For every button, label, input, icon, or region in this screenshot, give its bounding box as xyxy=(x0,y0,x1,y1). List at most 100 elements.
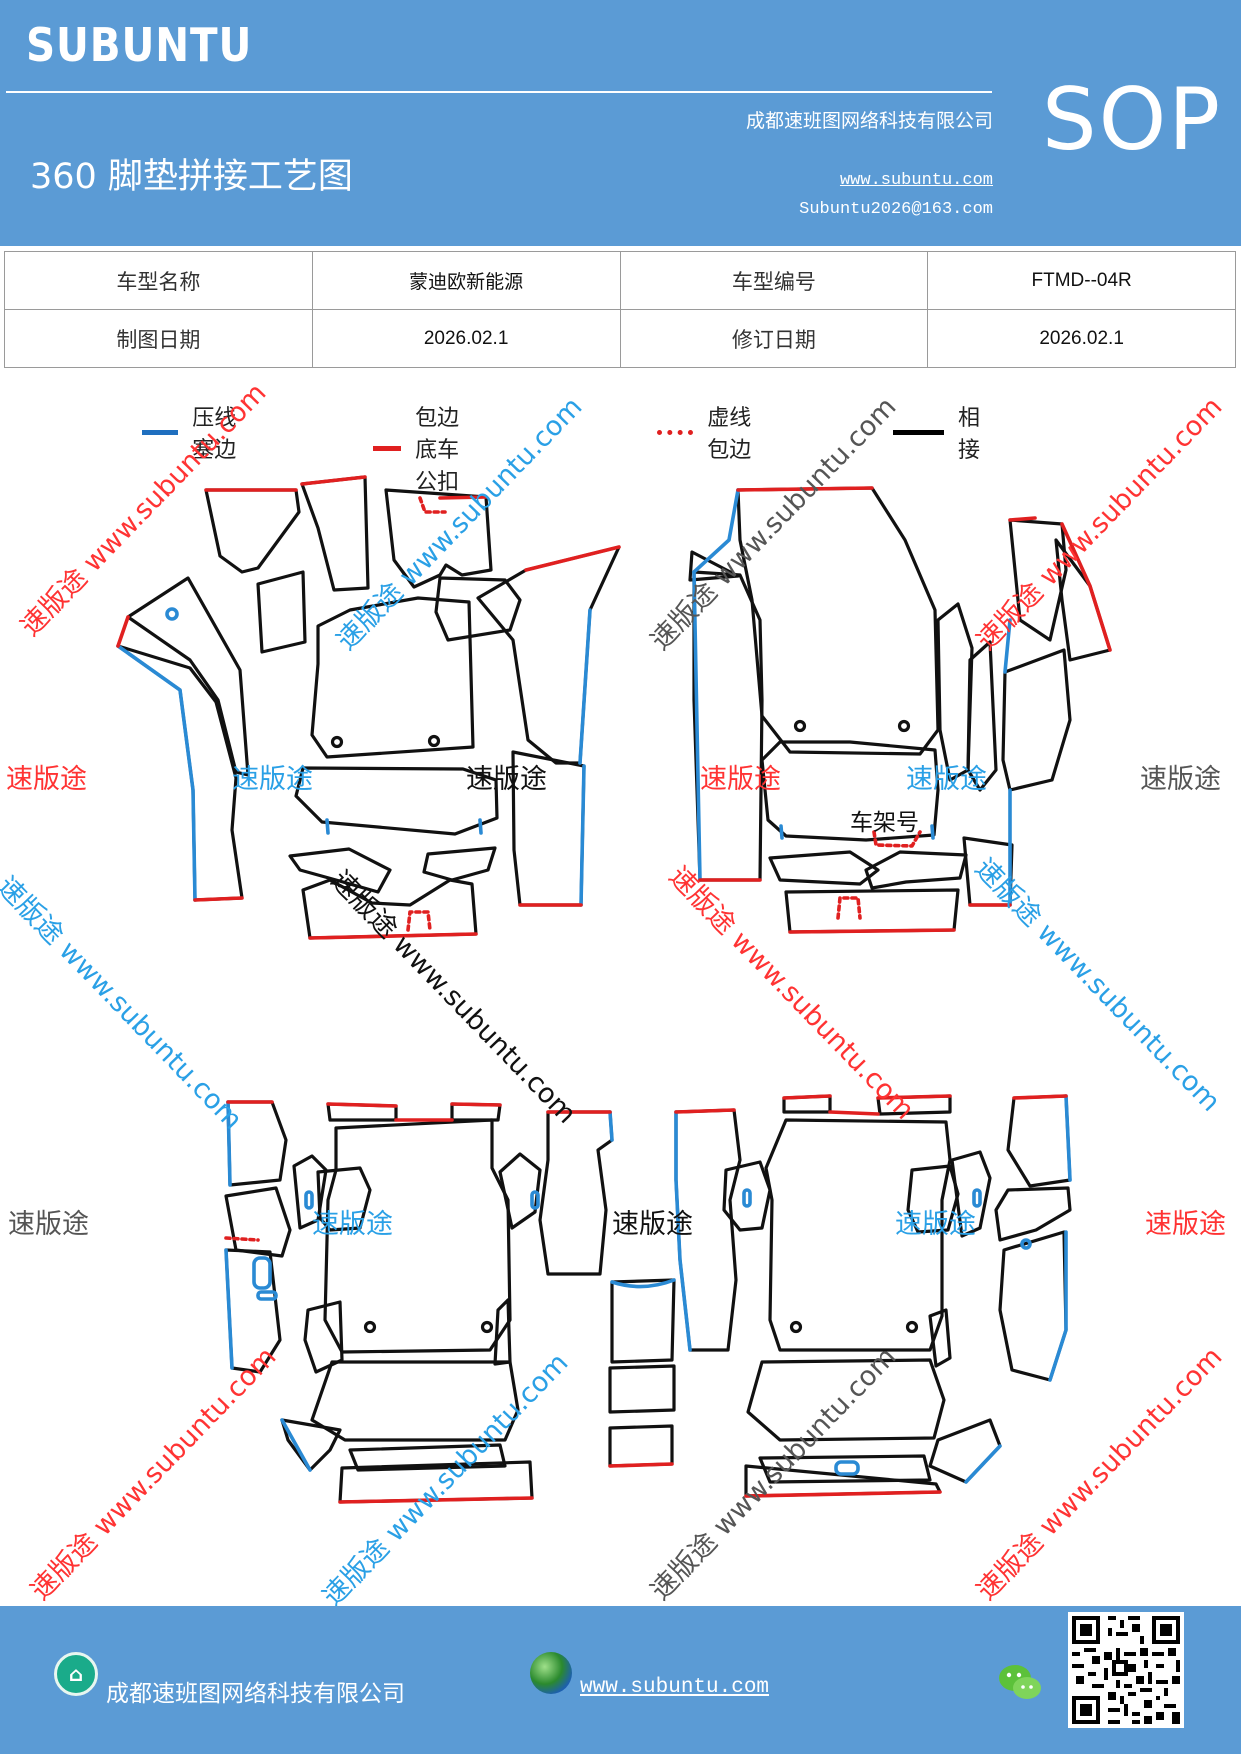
mat-piece xyxy=(294,766,499,836)
table-row: 车型名称 蒙迪欧新能源 车型编号 FTMD--04R xyxy=(4,251,1236,310)
mat-piece xyxy=(1006,1094,1072,1188)
mat-piece xyxy=(422,846,497,882)
mat-piece xyxy=(310,1360,520,1442)
mat-piece xyxy=(760,740,940,842)
table-cell: FTMD--04R xyxy=(927,251,1236,310)
watermark-text: 速版途 xyxy=(312,1209,393,1240)
mat-group-top-left xyxy=(116,475,621,940)
mat-piece xyxy=(608,1424,674,1468)
watermark-text: 速版途 xyxy=(700,764,781,795)
mat-piece xyxy=(224,1186,292,1258)
company-name: 成都速班图网络科技有限公司 xyxy=(745,110,993,132)
website-link[interactable]: www.subuntu.com xyxy=(839,171,993,190)
mat-piece xyxy=(608,1364,676,1414)
mat-group-center xyxy=(608,1278,676,1468)
mat-piece xyxy=(928,1308,952,1368)
mat-piece xyxy=(610,1278,676,1364)
watermark-text: 速版途 xyxy=(1140,764,1221,795)
watermark-text: 速版途 xyxy=(232,764,313,795)
mat-group-bottom-left xyxy=(224,1100,614,1504)
watermark-text: 速版途 xyxy=(895,1209,976,1240)
wechat-icon xyxy=(999,1665,1041,1699)
mat-piece xyxy=(300,475,370,592)
mat-piece xyxy=(906,1164,960,1234)
anchor-hole xyxy=(363,1320,377,1334)
legend-item-blue: 压线塞边 xyxy=(142,400,242,464)
footer-company-name: 成都速班图网络科技有限公司 xyxy=(106,1681,405,1707)
globe-icon xyxy=(530,1652,572,1694)
watermark-text: 速版途 xyxy=(906,764,987,795)
mat-piece xyxy=(384,488,493,589)
legend-label: 相接 xyxy=(957,406,980,463)
anchor-hole xyxy=(789,1320,803,1334)
mat-group-bottom-right xyxy=(674,1094,1072,1498)
black-line-swatch xyxy=(893,429,944,435)
frame-number-label: 车架号 xyxy=(850,810,919,836)
header-divider xyxy=(6,91,992,93)
mat-piece xyxy=(994,1186,1072,1242)
mat-piece xyxy=(1001,648,1072,792)
mat-piece xyxy=(966,640,998,792)
mat-piece xyxy=(310,596,475,759)
qr-code xyxy=(1068,1612,1184,1728)
table-cell: 蒙迪欧新能源 xyxy=(311,251,621,310)
anchor-hole xyxy=(897,719,911,733)
brand-logo: SUBUNTU xyxy=(26,18,253,72)
watermark-text: 速版途 xyxy=(6,764,87,795)
vehicle-info-table: 车型名称 蒙迪欧新能源 车型编号 FTMD--04R 制图日期 2026.02.… xyxy=(4,251,1236,368)
anchor-hole xyxy=(330,735,344,749)
mat-piece xyxy=(538,1110,614,1276)
table-cell: 制图日期 xyxy=(4,309,313,368)
legend-label: 压线塞边 xyxy=(192,406,237,463)
legend-item-dotted: 虚线包边 xyxy=(657,400,757,464)
watermark-text: 速版途 xyxy=(466,764,547,795)
mat-piece xyxy=(688,550,740,582)
table-cell: 车型编号 xyxy=(619,251,929,310)
mat-piece xyxy=(768,850,880,886)
anchor-hole xyxy=(480,1320,494,1334)
mat-piece xyxy=(116,644,244,902)
mat-piece xyxy=(434,576,522,642)
mat-piece xyxy=(736,486,940,756)
mat-piece xyxy=(1008,518,1068,642)
mat-piece xyxy=(292,1154,328,1230)
table-cell: 车型名称 xyxy=(4,251,313,310)
email-address[interactable]: Subuntu2026@163.com xyxy=(799,200,993,219)
footer-website-link[interactable]: www.subuntu.com xyxy=(580,1676,770,1699)
page-title: 360 脚垫拼接工艺图 xyxy=(30,157,353,197)
anchor-hole xyxy=(427,734,441,748)
mat-piece xyxy=(280,1418,342,1472)
mat-piece xyxy=(288,847,392,894)
table-cell: 2026.02.1 xyxy=(927,309,1236,368)
table-row: 制图日期 2026.02.1 修订日期 2026.02.1 xyxy=(4,309,1236,368)
header-banner: SUBUNTU 成都速班图网络科技有限公司 SOP 360 脚垫拼接工艺图 ww… xyxy=(0,0,1241,246)
mat-group-top-right xyxy=(688,486,1112,934)
table-cell: 2026.02.1 xyxy=(311,309,621,368)
anchor-hole xyxy=(905,1320,919,1334)
legend-label: 包边底车公扣 xyxy=(415,406,460,495)
watermark-text: 速版途 xyxy=(612,1209,693,1240)
legend-item-black: 相接 xyxy=(893,400,993,464)
mat-piece xyxy=(348,1443,507,1472)
watermark-text: 速版途 xyxy=(1145,1209,1226,1240)
footer-banner: ⌂ 成都速班图网络科技有限公司 www.subuntu.com xyxy=(0,1606,1241,1754)
legend-item-red: 包边底车公扣 xyxy=(373,400,473,496)
floor-mat-diagram xyxy=(116,475,1112,1504)
table-cell: 修订日期 xyxy=(619,309,929,368)
mat-piece xyxy=(784,888,960,934)
blue-line-swatch xyxy=(142,429,179,435)
mat-piece xyxy=(928,1418,1002,1484)
watermark-text: 速版途 xyxy=(8,1209,89,1240)
mat-piece xyxy=(758,1454,932,1484)
mat-piece xyxy=(204,488,301,574)
home-icon: ⌂ xyxy=(54,1652,98,1696)
dotted-line-swatch xyxy=(657,429,694,435)
mat-piece xyxy=(1054,538,1112,662)
mat-piece xyxy=(746,1358,946,1442)
mat-piece xyxy=(950,1150,992,1238)
red-line-swatch xyxy=(373,445,402,451)
mat-piece xyxy=(256,570,307,654)
anchor-hole xyxy=(793,719,807,733)
mat-piece xyxy=(323,1118,512,1354)
mat-piece xyxy=(864,850,968,890)
